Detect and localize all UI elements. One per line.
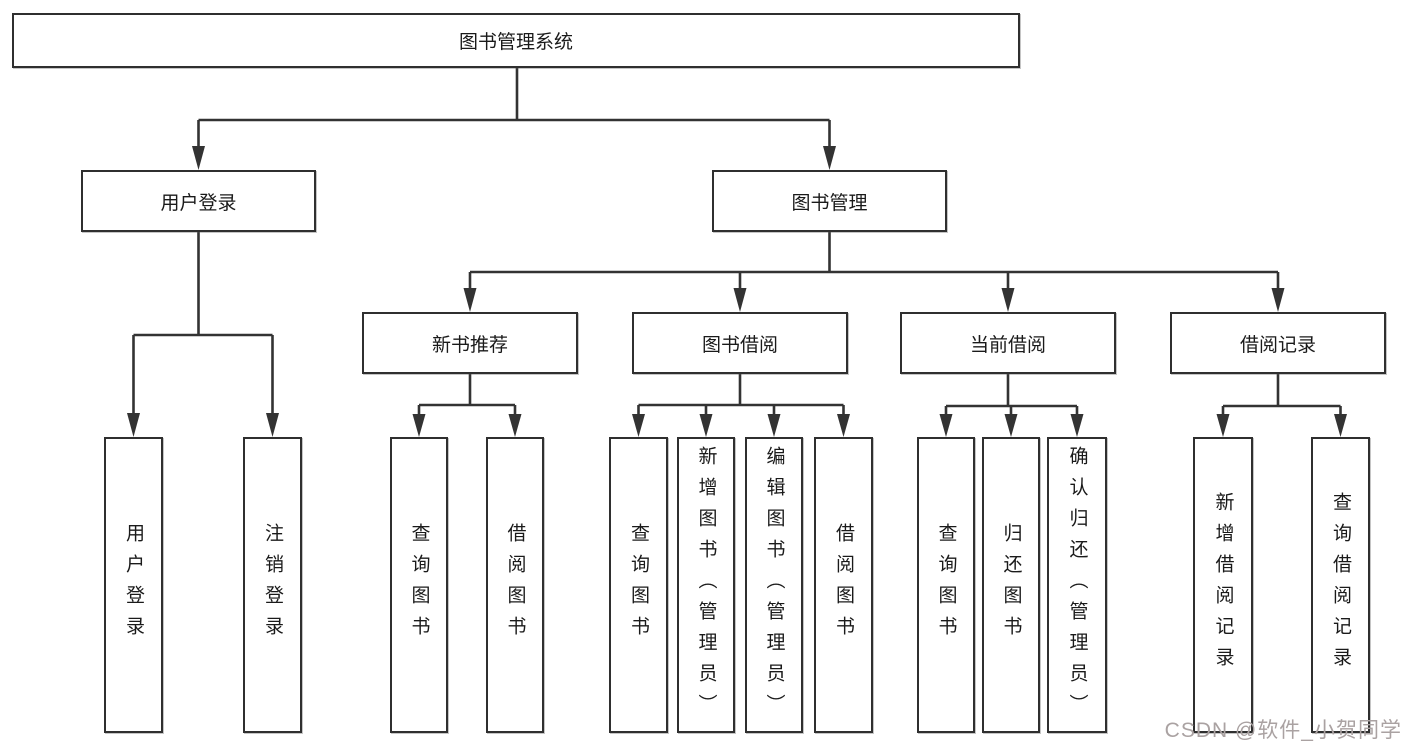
leaf-confirm-return-admin: 确认归还（管理员）: [1047, 437, 1107, 733]
node-label: 查询借阅记录: [1330, 492, 1351, 678]
leaf-edit-books-admin: 编辑图书（管理员）: [745, 437, 803, 733]
node-label: 借阅记录: [1239, 334, 1316, 356]
node-book-management: 图书管理: [712, 170, 947, 232]
node-label: 当前借阅: [969, 334, 1046, 356]
leaf-query-borrow-record: 查询借阅记录: [1311, 437, 1370, 733]
node-user-login: 用户登录: [81, 170, 316, 232]
edge-borrowrecords-leaves: [1221, 374, 1342, 419]
edge-bookmgmt-level3: [468, 232, 1280, 292]
node-label: 图书管理: [791, 192, 868, 214]
node-new-book-recommend: 新书推荐: [362, 312, 578, 374]
leaf-add-borrow-record: 新增借阅记录: [1193, 437, 1253, 733]
leaf-query-books-recommend: 查询图书: [390, 437, 448, 733]
node-label: 借阅图书: [504, 523, 526, 647]
leaf-user-login: 用户登录: [104, 437, 163, 733]
node-label: 新书推荐: [431, 334, 508, 356]
edge-newbookrec-leaves: [417, 374, 517, 419]
node-label: 借阅图书: [833, 523, 854, 647]
leaf-borrow-books: 借阅图书: [814, 437, 873, 733]
edge-currentborrow-leaves: [944, 374, 1079, 419]
edge-bookborrow-leaves: [637, 374, 845, 419]
leaf-add-books-admin: 新增图书（管理员）: [677, 437, 735, 733]
watermark: CSDN @软件_小贺同学: [1164, 719, 1402, 742]
node-current-borrow: 当前借阅: [900, 312, 1116, 374]
node-borrow-records: 借阅记录: [1170, 312, 1386, 374]
node-book-borrow: 图书借阅: [632, 312, 848, 374]
edge-userlogin-leaves: [132, 232, 274, 417]
leaf-query-books-current: 查询图书: [917, 437, 975, 733]
node-label: 确认归还（管理员）: [1066, 445, 1088, 725]
node-label: 图书管理系统: [458, 32, 573, 53]
node-label: 查询图书: [408, 523, 430, 647]
node-label: 用户登录: [160, 192, 237, 214]
node-label: 注销登录: [262, 523, 283, 647]
node-label: 新增借阅记录: [1212, 492, 1234, 678]
node-label: 查询图书: [935, 523, 957, 647]
node-label: 图书借阅: [701, 334, 778, 356]
node-label: 编辑图书（管理员）: [763, 445, 785, 725]
edge-root-level2: [197, 68, 831, 150]
node-library-system: 图书管理系统: [12, 13, 1020, 68]
leaf-query-books-borrow: 查询图书: [609, 437, 668, 733]
leaf-return-books: 归还图书: [982, 437, 1040, 733]
leaf-logout: 注销登录: [243, 437, 302, 733]
arrowheads: [127, 146, 1347, 437]
leaf-borrow-books-recommend: 借阅图书: [486, 437, 544, 733]
node-label: 查询图书: [628, 523, 649, 647]
node-label: 用户登录: [123, 523, 144, 647]
node-label: 归还图书: [1000, 523, 1022, 647]
node-label: 新增图书（管理员）: [695, 445, 717, 725]
